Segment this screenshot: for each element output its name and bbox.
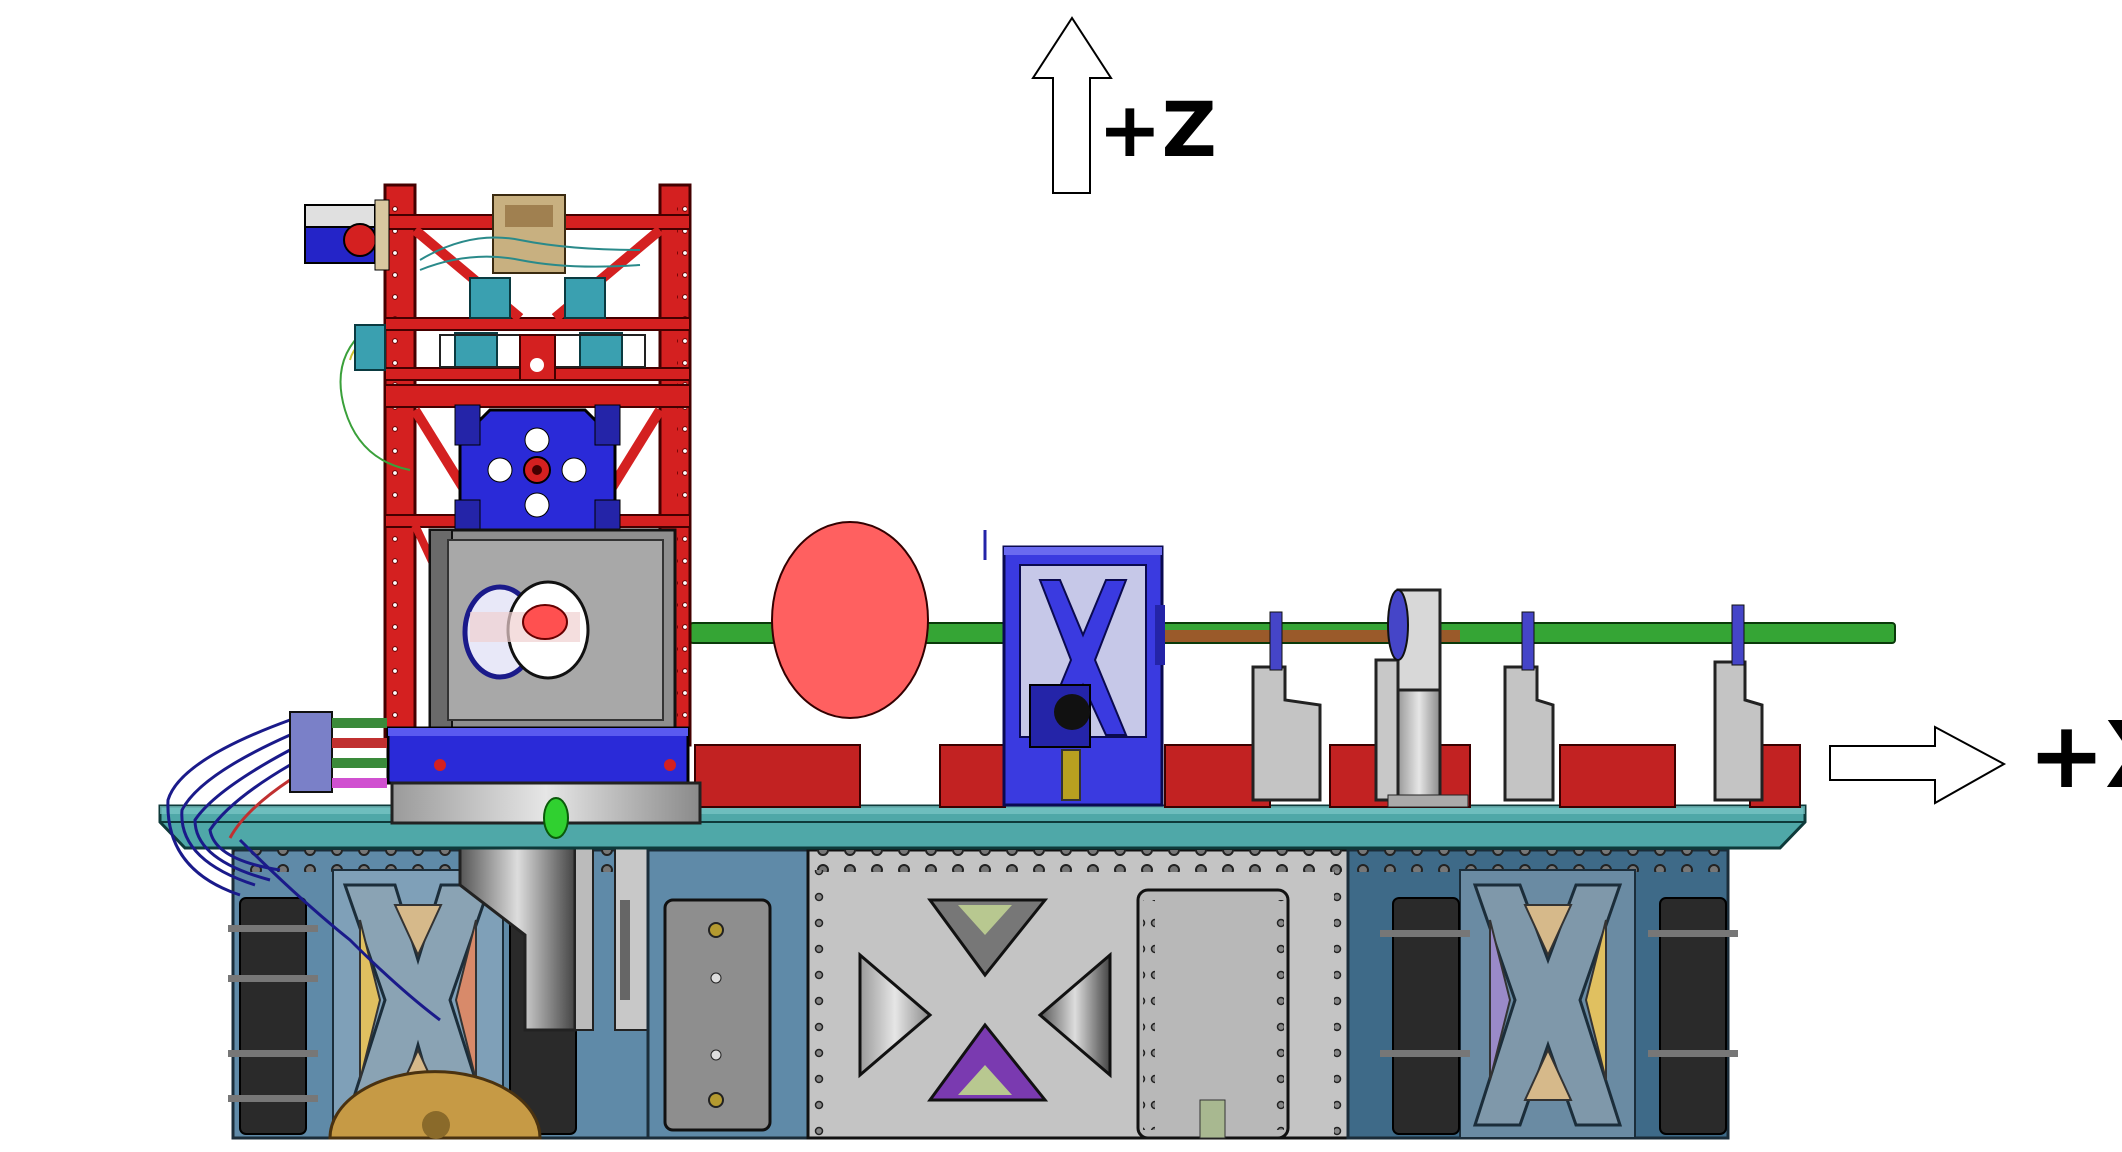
- truss-tower: [304, 183, 702, 839]
- z-axis-label: +Z: [1098, 85, 1217, 174]
- rod-support-brackets: [1251, 588, 1764, 808]
- red-mounting-blocks: [694, 744, 1801, 808]
- center-mount-box: [983, 530, 1165, 807]
- x-axis-label: +X: [2028, 702, 2122, 809]
- target-disk: [771, 521, 929, 719]
- z-axis-arrow: [1031, 16, 1113, 194]
- x-axis-arrow: [1829, 725, 2007, 805]
- lower-chassis: [228, 818, 1738, 1140]
- cable-harness: [166, 711, 441, 1022]
